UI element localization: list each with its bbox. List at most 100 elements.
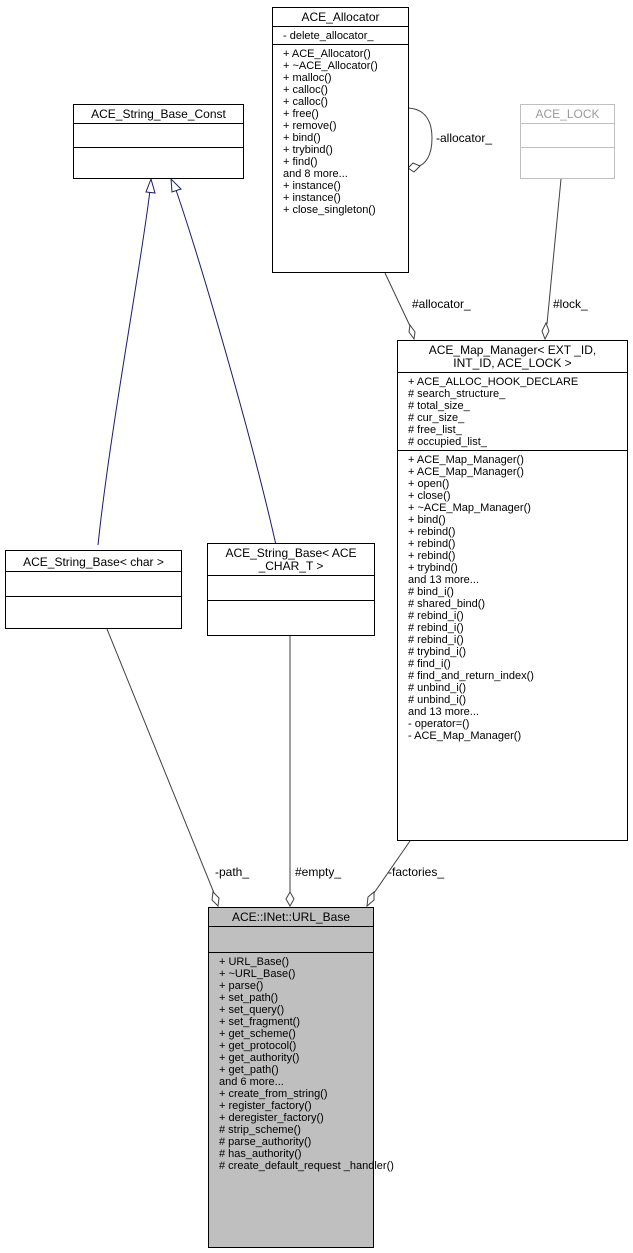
member-item: + ~URL_Base() [219, 968, 296, 980]
member-item: + deregister_factory() [219, 1112, 324, 1124]
method-section [74, 147, 243, 171]
edge-path-diamond [211, 890, 220, 908]
attribute-section [6, 571, 181, 596]
member-item: # parse_authority() [219, 1136, 312, 1148]
member-item: # search_structure_ [408, 388, 506, 400]
member-item: + calloc() [283, 84, 328, 96]
edge-factories [373, 840, 411, 894]
class-box-string-base-const[interactable]: ACE_String_Base_Const [73, 104, 244, 179]
member-item: + malloc() [283, 72, 332, 84]
member-item: + instance() [283, 192, 341, 204]
method-section: + ACE_Map_Manager()+ ACE_Map_Manager()+ … [398, 450, 627, 744]
class-box-string-base-char[interactable]: ACE_String_Base< char > [5, 550, 182, 629]
member-item: + get_path() [219, 1064, 279, 1076]
class-box-map-manager[interactable]: ACE_Map_Manager< EXT _ID, INT_ID, ACE_LO… [397, 340, 628, 841]
member-item: # occupied_list_ [408, 436, 487, 448]
member-item: + ~ACE_Map_Manager() [408, 502, 531, 514]
attribute-section: - delete_allocator_ [273, 26, 408, 44]
member-item: + set_query() [219, 1004, 285, 1016]
class-title: ACE_String_Base< char > [23, 555, 164, 569]
class-box-url-base[interactable]: ACE::INet::URL_Base + URL_Base()+ ~URL_B… [208, 907, 394, 1248]
member-item: + remove() [283, 120, 337, 132]
member-item: # unbind_i() [408, 682, 467, 694]
member-item: - delete_allocator_ [283, 30, 374, 42]
class-box-ace-lock[interactable]: ACE_LOCK [520, 104, 615, 179]
member-item: + bind() [283, 132, 321, 144]
member-item: + get_protocol() [219, 1040, 297, 1052]
member-item: + bind() [408, 514, 446, 526]
class-box-ace-allocator[interactable]: ACE_Allocator - delete_allocator_ + ACE_… [272, 7, 409, 273]
member-item: + ACE_Allocator() [283, 48, 371, 60]
member-item: # cur_size_ [408, 412, 465, 424]
class-title: ACE::INet::URL_Base [231, 910, 351, 924]
attribute-section [209, 926, 373, 952]
member-item: # has_authority() [219, 1148, 302, 1160]
edge-label-allocator-self: -allocator_ [436, 131, 493, 145]
member-item: and 6 more... [219, 1076, 284, 1088]
edge-label-factories: -factories_ [388, 865, 445, 879]
class-title: ACE_Allocator [301, 10, 380, 24]
member-item: + trybind() [408, 562, 458, 574]
attribute-section [74, 123, 243, 147]
member-item: + set_path() [219, 992, 279, 1004]
class-box-string-base-ace-char[interactable]: ACE_String_Base< ACE _CHAR_T > [207, 543, 375, 636]
member-item: # rebind_i() [408, 634, 464, 646]
member-item: + parse() [219, 980, 264, 992]
member-item: # find_i() [408, 658, 451, 670]
edge-inherit-ace-char [175, 189, 277, 546]
member-item: - operator=() [408, 718, 470, 730]
edge-label-lock-map: #lock_ [553, 297, 588, 311]
member-item: + trybind() [283, 144, 333, 156]
method-section [521, 147, 614, 171]
edge-inherit-char-arrowhead [145, 177, 156, 194]
attribute-section [521, 123, 614, 147]
edge-inherit-ace-char-arrowhead [170, 177, 182, 193]
member-item: + close() [408, 490, 451, 502]
member-item: + create_from_string() [219, 1088, 328, 1100]
edge-empty-diamond [285, 890, 295, 908]
edge-label-allocator-map: #allocator_ [412, 297, 471, 311]
member-item: and 8 more... [283, 168, 348, 180]
edge-allocator-map-diamond [408, 323, 416, 341]
class-title: ACE_Map_Manager< EXT _ID, INT_ID, ACE_LO… [428, 343, 597, 370]
class-title: ACE_String_Base< ACE _CHAR_T > [225, 546, 357, 573]
member-item: + calloc() [283, 96, 328, 108]
attribute-section: + ACE_ALLOC_HOOK_DECLARE# search_structu… [398, 372, 627, 450]
edge-lock-map [546, 178, 562, 325]
method-section [208, 600, 374, 625]
member-item: + get_scheme() [219, 1028, 296, 1040]
member-item: # shared_bind() [408, 598, 486, 610]
method-section [6, 596, 181, 621]
edge-allocator-map [384, 272, 411, 327]
member-item: # free_list_ [408, 424, 462, 436]
class-title: ACE_LOCK [535, 107, 600, 121]
member-item: # unbind_i() [408, 694, 467, 706]
member-item: + URL_Base() [219, 956, 290, 968]
edge-allocator-self-diamond [407, 162, 421, 173]
member-item: + open() [408, 478, 450, 490]
class-title: ACE_String_Base_Const [91, 107, 226, 121]
member-item: + ~ACE_Allocator() [283, 60, 378, 72]
edge-allocator-self [405, 107, 433, 168]
member-item: - ACE_Map_Manager() [408, 730, 522, 742]
member-item: + register_factory() [219, 1100, 312, 1112]
member-item: and 13 more... [408, 574, 479, 586]
member-item: + rebind() [408, 526, 456, 538]
edge-factories-diamond [366, 890, 375, 908]
method-section: + URL_Base()+ ~URL_Base()+ parse()+ set_… [209, 952, 394, 1174]
member-item: + free() [283, 108, 319, 120]
member-item: + rebind() [408, 538, 456, 550]
member-item: # rebind_i() [408, 610, 464, 622]
edge-label-path: -path_ [215, 865, 250, 879]
member-item: and 13 more... [408, 706, 479, 718]
member-item: + set_fragment() [219, 1016, 301, 1028]
member-item: + find() [283, 156, 318, 168]
member-item: + ACE_Map_Manager() [408, 454, 524, 466]
member-item: + rebind() [408, 550, 456, 562]
member-item: + ACE_ALLOC_HOOK_DECLARE [408, 376, 579, 388]
method-section: + ACE_Allocator()+ ~ACE_Allocator()+ mal… [273, 44, 408, 218]
edge-label-empty: #empty_ [295, 865, 342, 879]
attribute-section [208, 575, 374, 600]
member-item: # trybind_i() [408, 646, 467, 658]
